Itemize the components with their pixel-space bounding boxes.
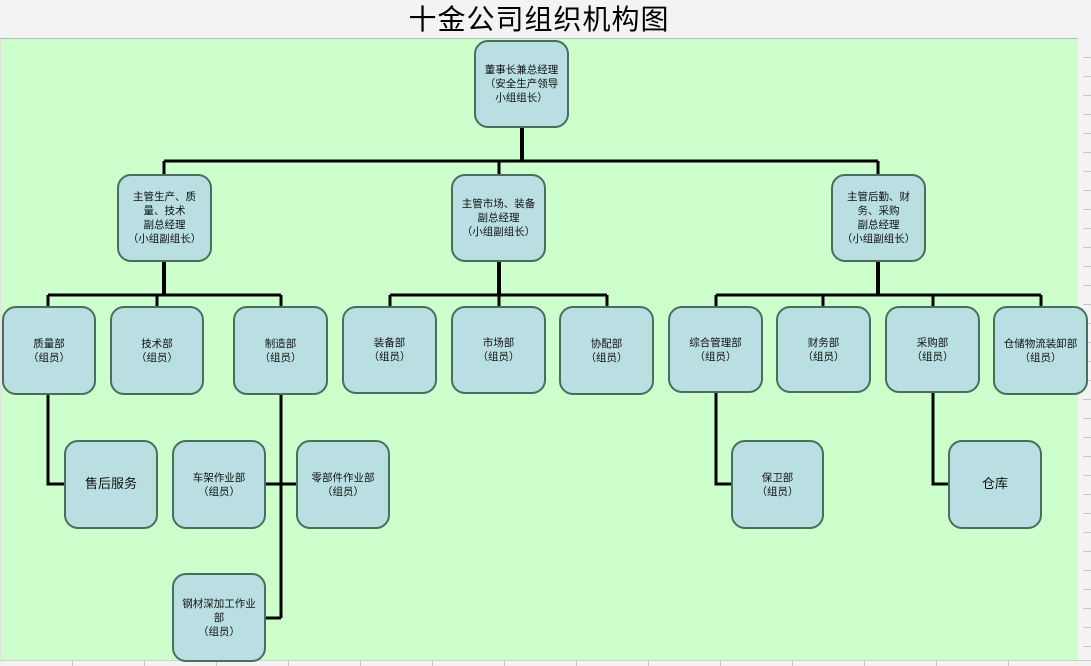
node-finance[interactable]: 财务部 （组员） (776, 306, 871, 393)
title-cell[interactable]: 十金公司组织机构图 (0, 0, 1078, 39)
connector-warehouse (931, 391, 950, 486)
node-manufacturing[interactable]: 制造部 （组员） (233, 306, 328, 395)
column-gridline-tick (1008, 661, 1009, 666)
column-gridline-tick (792, 661, 793, 666)
row-gridline-tick (1083, 570, 1091, 571)
row-gridline-tick (1083, 114, 1091, 115)
column-gridline-tick (576, 661, 577, 666)
node-security[interactable]: 保卫部 （组员） (731, 440, 824, 529)
row-gridline-tick (1083, 437, 1091, 438)
row-gridline-tick (1083, 209, 1091, 210)
row-gridline-tick (1083, 247, 1091, 248)
column-gridline-tick (288, 661, 289, 666)
node-warehouse-logistics[interactable]: 仓储物流装卸部 （组员） (993, 306, 1088, 395)
row-gridline-tick (1083, 285, 1091, 286)
row-gridline-tick (1083, 494, 1091, 495)
column-gridline-tick (648, 661, 649, 666)
row-gridline-tick (1083, 608, 1091, 609)
row-gridline-tick (1083, 95, 1091, 96)
column-gridline-tick (936, 661, 937, 666)
node-equipment[interactable]: 装备部 （组员） (342, 306, 437, 394)
column-gridlines (0, 660, 1091, 666)
node-coordination[interactable]: 协配部 （组员） (559, 306, 654, 395)
node-vp-production[interactable]: 主管生产、质量、技术 副总经理 （小组副组长） (117, 174, 212, 262)
column-gridline-tick (72, 661, 73, 666)
row-gridline-tick (1083, 513, 1091, 514)
node-after-sales[interactable]: 售后服务 (64, 440, 158, 529)
column-gridline-tick (864, 661, 865, 666)
column-gridline-tick (504, 661, 505, 666)
node-purchasing[interactable]: 采购部 （组员） (885, 306, 980, 393)
node-quality[interactable]: 质量部 （组员） (2, 306, 96, 395)
column-gridline-tick (720, 661, 721, 666)
row-gridline-tick (1083, 133, 1091, 134)
row-gridline-tick (1083, 76, 1091, 77)
row-gridline-tick (1083, 304, 1091, 305)
node-parts-workshop[interactable]: 零部件作业部 （组员） (296, 440, 390, 529)
node-general-admin[interactable]: 综合管理部 （组员） (668, 306, 763, 393)
column-gridline-tick (432, 661, 433, 666)
row-gridline-tick (1083, 589, 1091, 590)
connector-after-sales (46, 393, 66, 486)
row-gridline-tick (1083, 551, 1091, 552)
row-gridline-tick (1083, 171, 1091, 172)
row-gridline-tick (1083, 152, 1091, 153)
node-chairman[interactable]: 董事长兼总经理 （安全生产领导小组组长） (474, 40, 569, 128)
node-steel-workshop[interactable]: 钢材深加工作业部 （组员） (172, 573, 266, 662)
row-gridline-tick (1083, 646, 1091, 647)
node-warehouse[interactable]: 仓库 (948, 440, 1042, 529)
node-vp-market[interactable]: 主管市场、装备 副总经理 （小组副组长） (451, 174, 546, 262)
node-technology[interactable]: 技术部 （组员） (110, 306, 204, 395)
row-gridline-tick (1083, 266, 1091, 267)
row-header-gutter (0, 39, 2, 665)
row-gridline-tick (1083, 399, 1091, 400)
row-gridline-tick (1083, 475, 1091, 476)
page-title: 十金公司组织机构图 (408, 3, 670, 36)
node-vp-logistics[interactable]: 主管后勤、财务、采购 副总经理 （小组副组长） (831, 174, 926, 262)
row-gridline-tick (1083, 456, 1091, 457)
column-gridline-tick (216, 661, 217, 666)
row-gridline-tick (1083, 627, 1091, 628)
connector-security (714, 391, 733, 486)
row-gridline-tick (1083, 228, 1091, 229)
node-frame-workshop[interactable]: 车架作业部 （组员） (172, 440, 266, 529)
row-gridline-tick (1083, 190, 1091, 191)
row-gridline-tick (1083, 57, 1091, 58)
row-gridline-tick (1083, 532, 1091, 533)
node-market[interactable]: 市场部 （组员） (451, 306, 546, 394)
row-gridline-tick (1083, 418, 1091, 419)
column-gridline-tick (360, 661, 361, 666)
column-gridline-tick (144, 661, 145, 666)
